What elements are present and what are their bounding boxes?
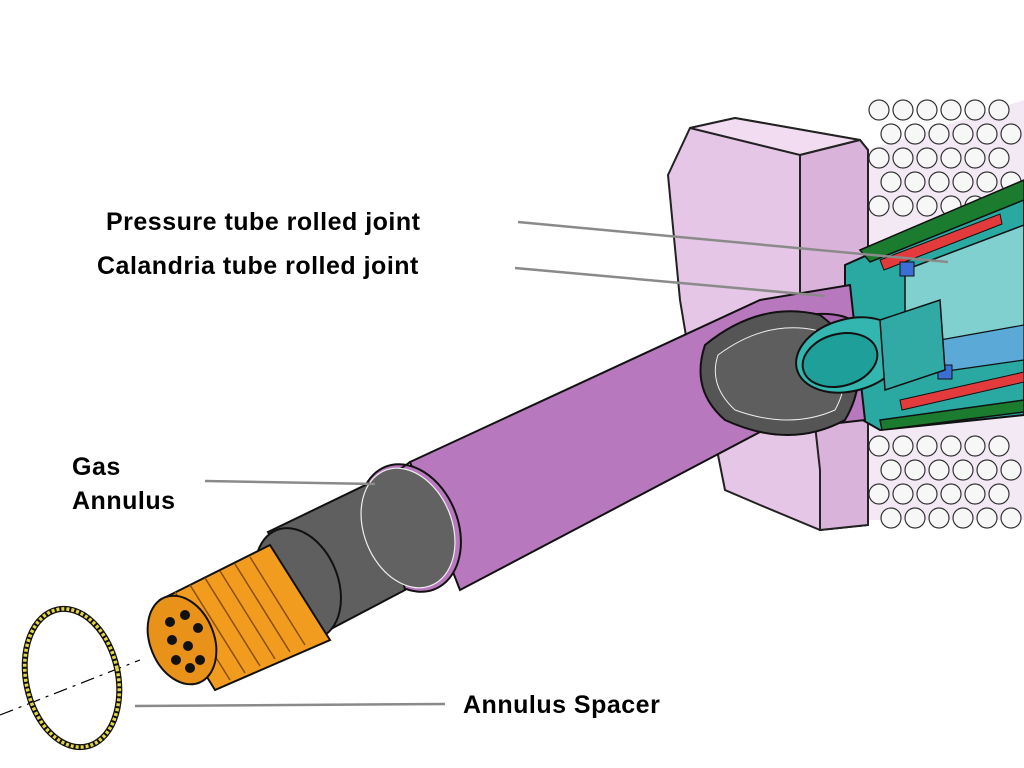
label-pressure-tube-rolled-joint: Pressure tube rolled joint xyxy=(106,208,421,236)
shielding-ball xyxy=(868,99,890,121)
shielding-ball xyxy=(964,483,986,505)
shielding-ball xyxy=(1000,507,1022,529)
label-gas-annulus: Gas Annulus xyxy=(72,450,176,518)
annulus-spacer-ring xyxy=(0,605,141,751)
shielding-ball xyxy=(880,123,902,145)
shielding-ball xyxy=(892,483,914,505)
shielding-ball xyxy=(892,99,914,121)
leader-annulus-spacer xyxy=(134,702,446,708)
shielding-ball xyxy=(952,123,974,145)
shielding-ball xyxy=(964,147,986,169)
shielding-ball xyxy=(1000,123,1022,145)
leader-calandria-tube-joint xyxy=(514,266,826,298)
label-gas-annulus-line-1: Gas xyxy=(72,453,121,481)
shielding-ball xyxy=(916,147,938,169)
shielding-ball xyxy=(916,195,938,217)
shielding-ball xyxy=(904,123,926,145)
label-annulus-spacer: Annulus Spacer xyxy=(463,691,661,719)
label-calandria-tube-rolled-joint: Calandria tube rolled joint xyxy=(97,252,419,280)
shielding-ball xyxy=(964,99,986,121)
shielding-ball xyxy=(904,171,926,193)
shielding-ball xyxy=(952,459,974,481)
shielding-ball xyxy=(940,483,962,505)
shielding-ball xyxy=(880,459,902,481)
leader-pressure-tube-joint xyxy=(517,220,949,264)
shielding-ball xyxy=(868,483,890,505)
shielding-ball xyxy=(976,459,998,481)
shielding-ball xyxy=(928,507,950,529)
shielding-ball xyxy=(940,147,962,169)
shielding-ball xyxy=(1000,459,1022,481)
shielding-ball xyxy=(928,459,950,481)
shielding-ball xyxy=(976,171,998,193)
shielding-ball xyxy=(964,435,986,457)
shielding-ball xyxy=(904,507,926,529)
shielding-ball xyxy=(868,147,890,169)
shielding-ball xyxy=(988,99,1010,121)
shielding-ball xyxy=(868,195,890,217)
shielding-ball xyxy=(916,483,938,505)
shielding-ball xyxy=(940,435,962,457)
shielding-ball xyxy=(916,99,938,121)
shielding-ball xyxy=(928,123,950,145)
shielding-ball xyxy=(892,147,914,169)
shielding-ball xyxy=(892,435,914,457)
shielding-ball xyxy=(928,171,950,193)
leader-gas-annulus xyxy=(204,479,376,486)
shielding-ball xyxy=(976,123,998,145)
leader-lines xyxy=(134,220,949,708)
shielding-ball xyxy=(916,435,938,457)
shielding-ball xyxy=(988,435,1010,457)
shielding-ball xyxy=(892,195,914,217)
shielding-ball xyxy=(868,435,890,457)
shielding-ball xyxy=(976,507,998,529)
fuel-bundle xyxy=(146,543,332,692)
shielding-ball xyxy=(952,507,974,529)
shielding-ball xyxy=(904,459,926,481)
shielding-ball xyxy=(988,147,1010,169)
label-gas-annulus-line-2: Annulus xyxy=(72,487,176,515)
shielding-ball xyxy=(988,483,1010,505)
pressure-tube-inner-end xyxy=(795,298,946,394)
shielding-ball xyxy=(880,507,902,529)
shielding-ball xyxy=(952,171,974,193)
shielding-ball xyxy=(880,171,902,193)
shielding-ball xyxy=(940,99,962,121)
